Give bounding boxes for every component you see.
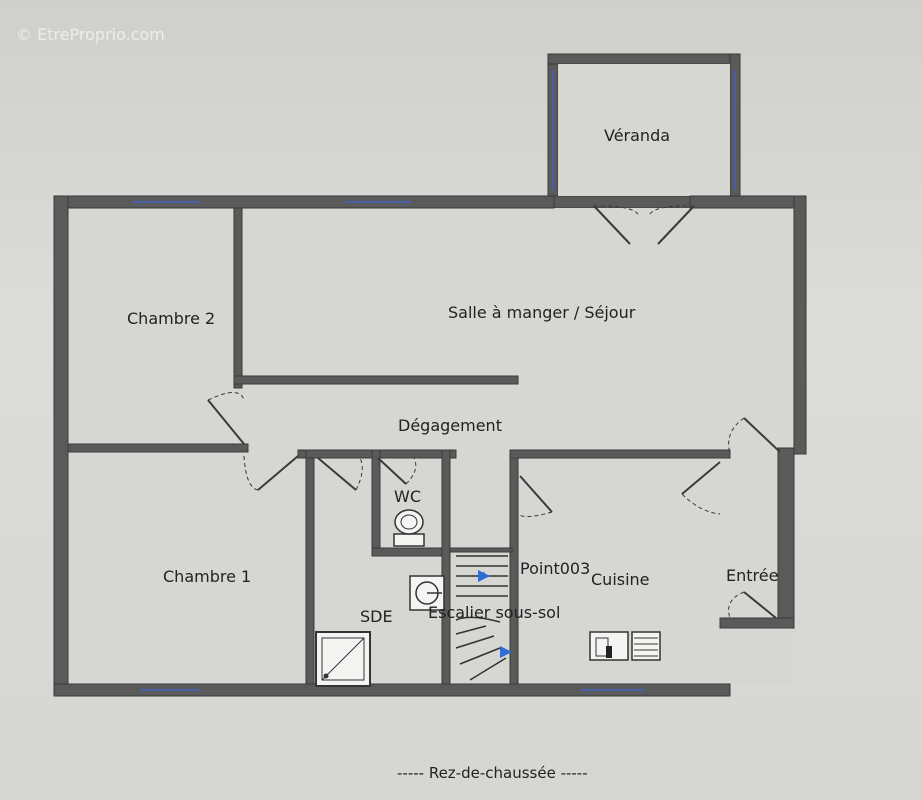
watermark: © EtreProprio.com <box>16 25 165 44</box>
shower-icon <box>315 631 371 687</box>
veranda-door <box>593 205 695 245</box>
label-escalier: Escalier sous-sol <box>428 603 560 622</box>
veranda-walls <box>547 53 741 197</box>
toilet-icon <box>393 509 425 547</box>
kitchen-sink-icon <box>589 631 661 661</box>
label-chambre-2: Chambre 2 <box>127 309 215 328</box>
label-sde: SDE <box>360 607 393 626</box>
label-point003: Point003 <box>520 559 590 578</box>
label-wc: WC <box>394 487 421 506</box>
doors <box>207 392 781 619</box>
label-entree: Entrée <box>726 566 778 585</box>
label-degagement: Dégagement <box>398 416 502 435</box>
label-cuisine: Cuisine <box>591 570 650 589</box>
inner-walls <box>67 207 731 685</box>
label-veranda: Véranda <box>604 126 670 145</box>
sink-icon <box>409 575 445 611</box>
caption-rez-de-chaussee: ----- Rez-de-chaussée ----- <box>397 764 588 782</box>
label-chambre-1: Chambre 1 <box>163 567 251 586</box>
staircase <box>455 555 512 681</box>
outer-walls-overlay <box>53 195 807 697</box>
label-sejour: Salle à manger / Séjour <box>448 303 636 322</box>
